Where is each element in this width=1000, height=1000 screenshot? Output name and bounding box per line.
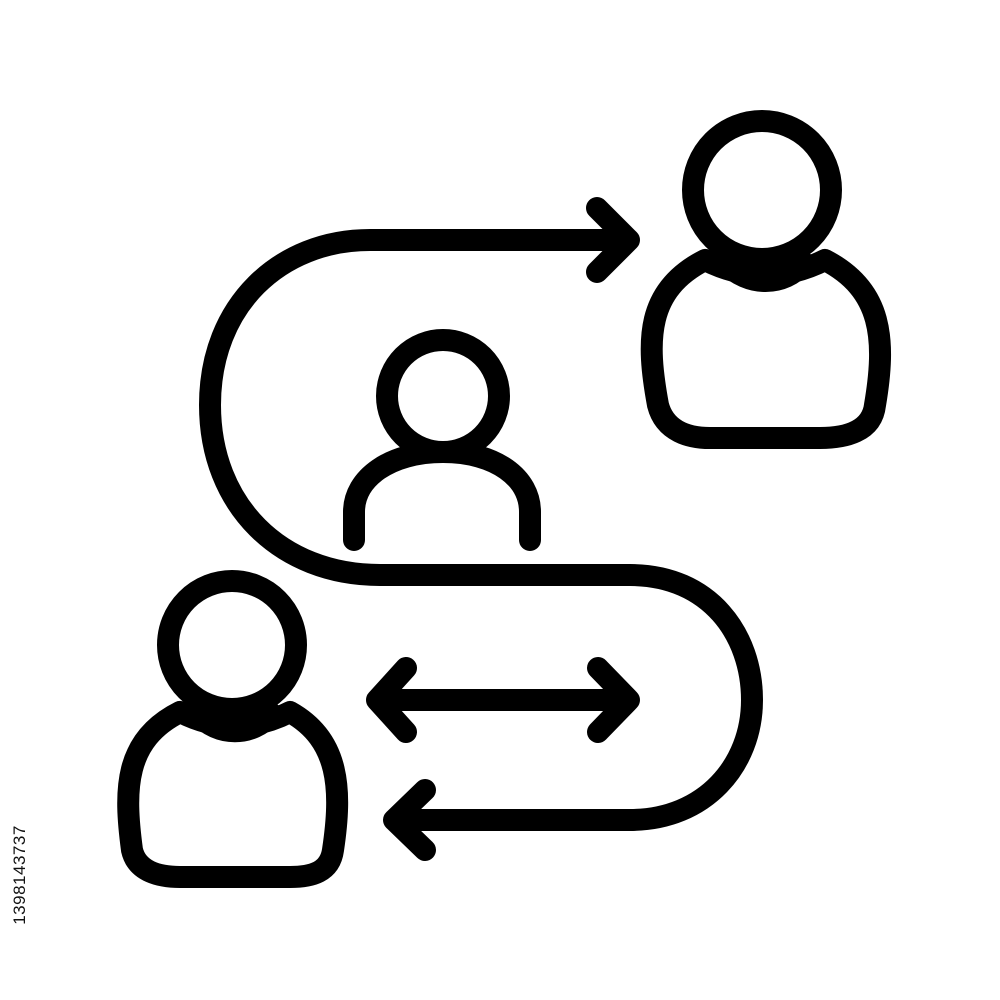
double-arrow-icon	[366, 657, 640, 743]
user-icon-top-right	[640, 110, 892, 449]
user-icon-center	[343, 329, 541, 551]
user-icon-bottom-left	[117, 570, 349, 888]
stock-id-label: 1398143737	[8, 760, 32, 990]
stock-id-text: 1398143737	[10, 825, 30, 925]
s-curve-arrow-icon	[199, 197, 763, 861]
